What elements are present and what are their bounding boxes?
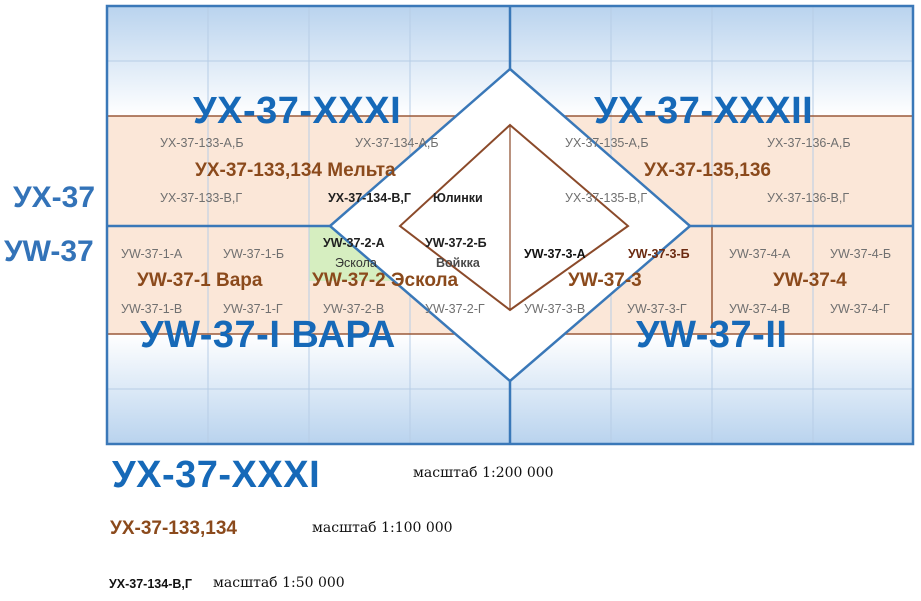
cell-yw-37-2-a: УW-37-2-А (323, 236, 385, 250)
cell-yw-37-3-b: УW-37-3-Б (628, 247, 690, 261)
sheet-label-ux-37-133-134: УХ-37-133,134 Мельта (195, 160, 396, 181)
cell-yw-37-4-a: УW-37-4-А (729, 247, 791, 261)
cell-yw-37-4-v: УW-37-4-В (729, 302, 791, 316)
sheet-label-yw-37-4: УW-37-4 (773, 270, 847, 291)
sheet-label-ux-37-xxxi: УХ-37-XXXI (193, 90, 402, 132)
cell-ux-37-134-ab: УХ-37-134-А,Б (355, 136, 439, 150)
cell-ux-37-136-vg: УХ-37-136-В,Г (767, 191, 850, 205)
cell-ux-37-133-vg: УХ-37-133-В,Г (160, 191, 243, 205)
cell-ux-37-135-vg: УХ-37-135-В,Г (565, 191, 648, 205)
cell-yw-37-3-a: УW-37-3-А (524, 247, 586, 261)
place-voikka: Войкка (436, 256, 480, 270)
cell-yw-37-2-v: УW-37-2-В (323, 302, 385, 316)
legend-name-200k: УХ-37-XXXI (112, 454, 321, 496)
sheet-label-yw-37-2: УW-37-2 Эскола (312, 270, 459, 291)
cell-ux-37-136-ab: УХ-37-136-А,Б (767, 136, 851, 150)
sheet-label-yw-37-1: УW-37-1 Вара (137, 270, 263, 291)
sheet-label-yw-37-i-vara: УW-37-I ВАРА (140, 314, 396, 356)
row-label-yw: УW-37 (4, 235, 94, 268)
sheet-label-ux-37-135-136: УХ-37-135,136 (644, 160, 771, 181)
cell-yw-37-3-v: УW-37-3-В (524, 302, 586, 316)
legend-scale-200k: масштаб 1:200 000 (413, 465, 554, 481)
cell-ux-37-135-ab: УХ-37-135-А,Б (565, 136, 649, 150)
place-eskola: Эскола (335, 256, 377, 270)
cell-yw-37-1-b: УW-37-1-Б (223, 247, 285, 261)
legend-name-50k: УХ-37-134-В,Г (109, 577, 192, 591)
cell-yw-37-1-a: УW-37-1-А (121, 247, 183, 261)
cell-ux-37-134-vg: УХ-37-134-В,Г (328, 191, 411, 205)
cell-ux-37-133-ab: УХ-37-133-А,Б (160, 136, 244, 150)
legend-scale-100k: масштаб 1:100 000 (312, 520, 453, 536)
place-yulinki: Юлинки (433, 191, 483, 205)
row-label-ux: УХ-37 (13, 181, 96, 214)
sheet-label-ux-37-xxxii: УХ-37-XXXII (594, 90, 814, 132)
cell-yw-37-1-g: УW-37-1-Г (223, 302, 283, 316)
cell-yw-37-1-v: УW-37-1-В (121, 302, 183, 316)
sheet-label-yw-37-3: УW-37-3 (568, 270, 642, 291)
sheet-label-yw-37-ii: УW-37-II (636, 314, 788, 356)
legend-scale-50k: масштаб 1:50 000 (213, 575, 345, 591)
legend-name-100k: УХ-37-133,134 (110, 518, 237, 539)
cell-yw-37-2-g: УW-37-2-Г (425, 302, 485, 316)
cell-yw-37-4-g: УW-37-4-Г (830, 302, 890, 316)
cell-yw-37-4-b: УW-37-4-Б (830, 247, 892, 261)
cell-yw-37-2-b: УW-37-2-Б (425, 236, 487, 250)
cell-yw-37-3-g: УW-37-3-Г (627, 302, 687, 316)
